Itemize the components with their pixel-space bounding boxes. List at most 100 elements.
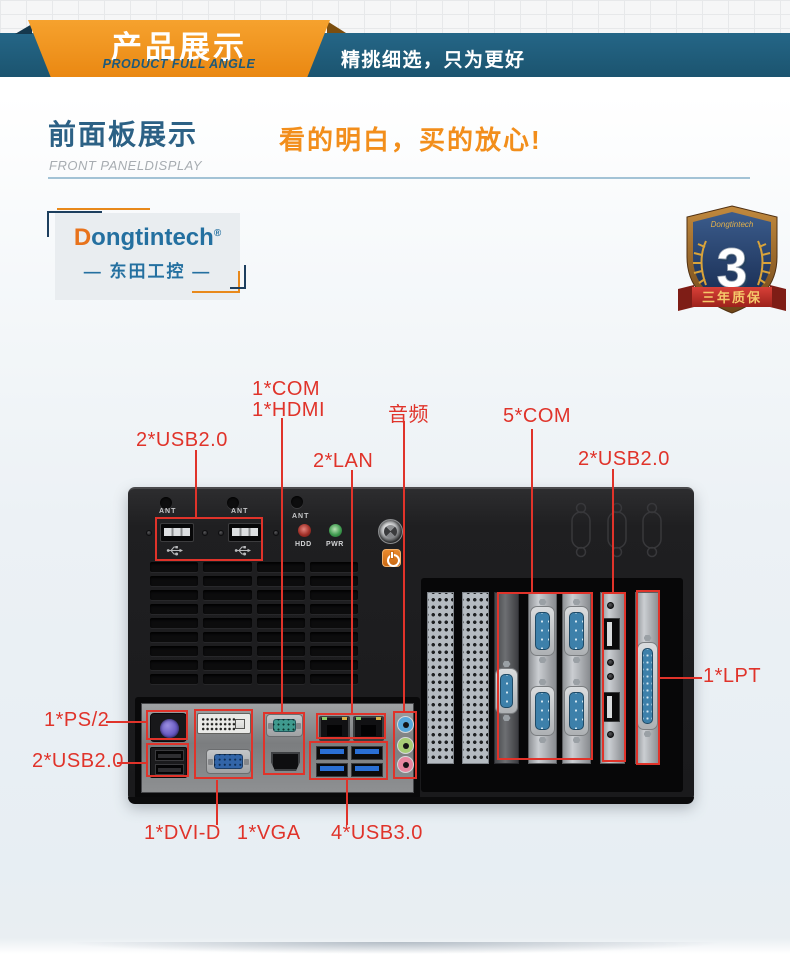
callout-line-usb2-left [117,762,146,764]
callout-line-lan [351,470,353,713]
callout-label-dvi: 1*DVI-D [144,822,221,844]
hdd-led-label: HDD [295,541,312,548]
ant-label: ANT [231,508,249,515]
logo-deco-orange-bottom [192,271,240,293]
vent-slot [150,604,199,614]
vent-slot [203,660,252,670]
vent-slot [150,660,199,670]
dvi-d-port [197,713,251,734]
usb-trident-icon [234,546,251,556]
vent-slot [256,576,305,586]
callout-label-com: 1*COM [252,378,321,400]
vent-slot [309,660,358,670]
antenna-hole [227,497,239,509]
vent-slot [309,646,358,656]
section-title: 前面板展示 [48,119,199,150]
callout-label-lpt: 1*LPT [703,665,762,687]
vent-slot [309,590,358,600]
banner-ribbon [28,20,330,77]
lan-port [353,716,384,741]
section-slogan: 看的明白，买的放心! [279,125,542,155]
industrial-pc-rear-panel: ANT ANT ANT HDD PWR [128,487,694,804]
vent-slot [256,660,305,670]
laurel-icon [693,240,771,286]
vent-slot [309,674,358,684]
callout-line-ps2 [106,721,146,723]
ant-label: ANT [159,508,177,515]
callout-box-audio [393,711,417,779]
ant-label: ANT [292,513,310,520]
com-port-rear [266,714,303,737]
vent-slot [150,562,199,572]
callout-label-5com: 5*COM [503,405,572,427]
callout-box-5com [497,592,593,760]
callout-label-com-hdmi: 1*COM 1*HDMI [252,379,325,421]
power-button[interactable] [378,519,403,544]
brand-name-cn: — 东田工控 — [83,262,212,281]
chassis-base [128,797,694,804]
callout-line-usb3 [346,780,348,825]
vent-slot [256,604,305,614]
db9-com-port [564,606,589,656]
vent-slot [150,646,199,656]
callout-line-audio [403,421,405,711]
callout-box-usb2-right [602,592,626,762]
vent-slot [150,590,199,600]
callout-line-lpt [660,677,702,679]
callout-label-dvi-vga: 1*DVI-D 1*VGA [144,822,301,845]
screw [607,602,614,609]
ps2-port [150,713,187,742]
callout-box-usb2-top [155,517,263,561]
brand-rest: ongtintech [91,224,214,251]
vent-slot [203,604,252,614]
vent-slot [309,632,358,642]
screw [607,659,614,666]
callout-line-5com [531,429,533,592]
vented-slot-cover [462,592,489,764]
usb3-port [316,746,348,760]
callout-line-dvi-vga [216,780,218,825]
antenna-hole [160,497,172,509]
logo-deco-navy-top [47,211,102,237]
vent-slot [203,646,252,656]
vent-slot [309,618,358,628]
vent-slot [150,674,199,684]
vent-slot [203,618,252,628]
vent-slot [256,646,305,656]
vent-slot [256,632,305,642]
vent-slot [309,562,358,572]
callout-line-usb2-top [195,450,197,517]
registered-mark: ® [213,228,222,239]
shield-icon: Dongtintech 3 3 三年质保 [678,205,786,314]
db9-com-port [530,686,555,736]
logo-deco-navy-bottom [230,265,246,289]
section-underline [48,177,750,179]
banner-title: 产品展示 [111,30,247,65]
lan-port [319,716,350,741]
callout-label-usb2-left: 2*USB2.0 [32,750,124,772]
screw [607,731,614,738]
db9-com-port [564,686,589,736]
audio-jack-lineout [397,737,414,754]
warranty-badge: Dongtintech 3 3 三年质保 [676,203,788,318]
audio-jack-linein [397,716,414,733]
callout-line-com-hdmi [281,418,283,712]
screw [146,530,152,536]
callout-label-usb2-right: 2*USB2.0 [578,448,670,470]
vent-slot [256,590,305,600]
power-icon [382,549,401,567]
callout-label-audio: 音频 [388,404,429,426]
vent-slot [150,618,199,628]
hdmi-port [271,752,300,771]
callout-label-lan: 2*LAN [313,450,374,472]
db9-com-port [530,606,555,656]
screw [273,530,279,536]
usb-trident-icon [166,546,183,556]
usb2-ports-rear [150,747,187,778]
vent-slot [203,632,252,642]
usb3-port [351,746,383,760]
callout-line-usb2-right [612,469,614,592]
section-subtitle: FRONT PANELDISPLAY [49,158,202,173]
banner-tagline: 精挑细选，只为更好 [341,50,526,71]
